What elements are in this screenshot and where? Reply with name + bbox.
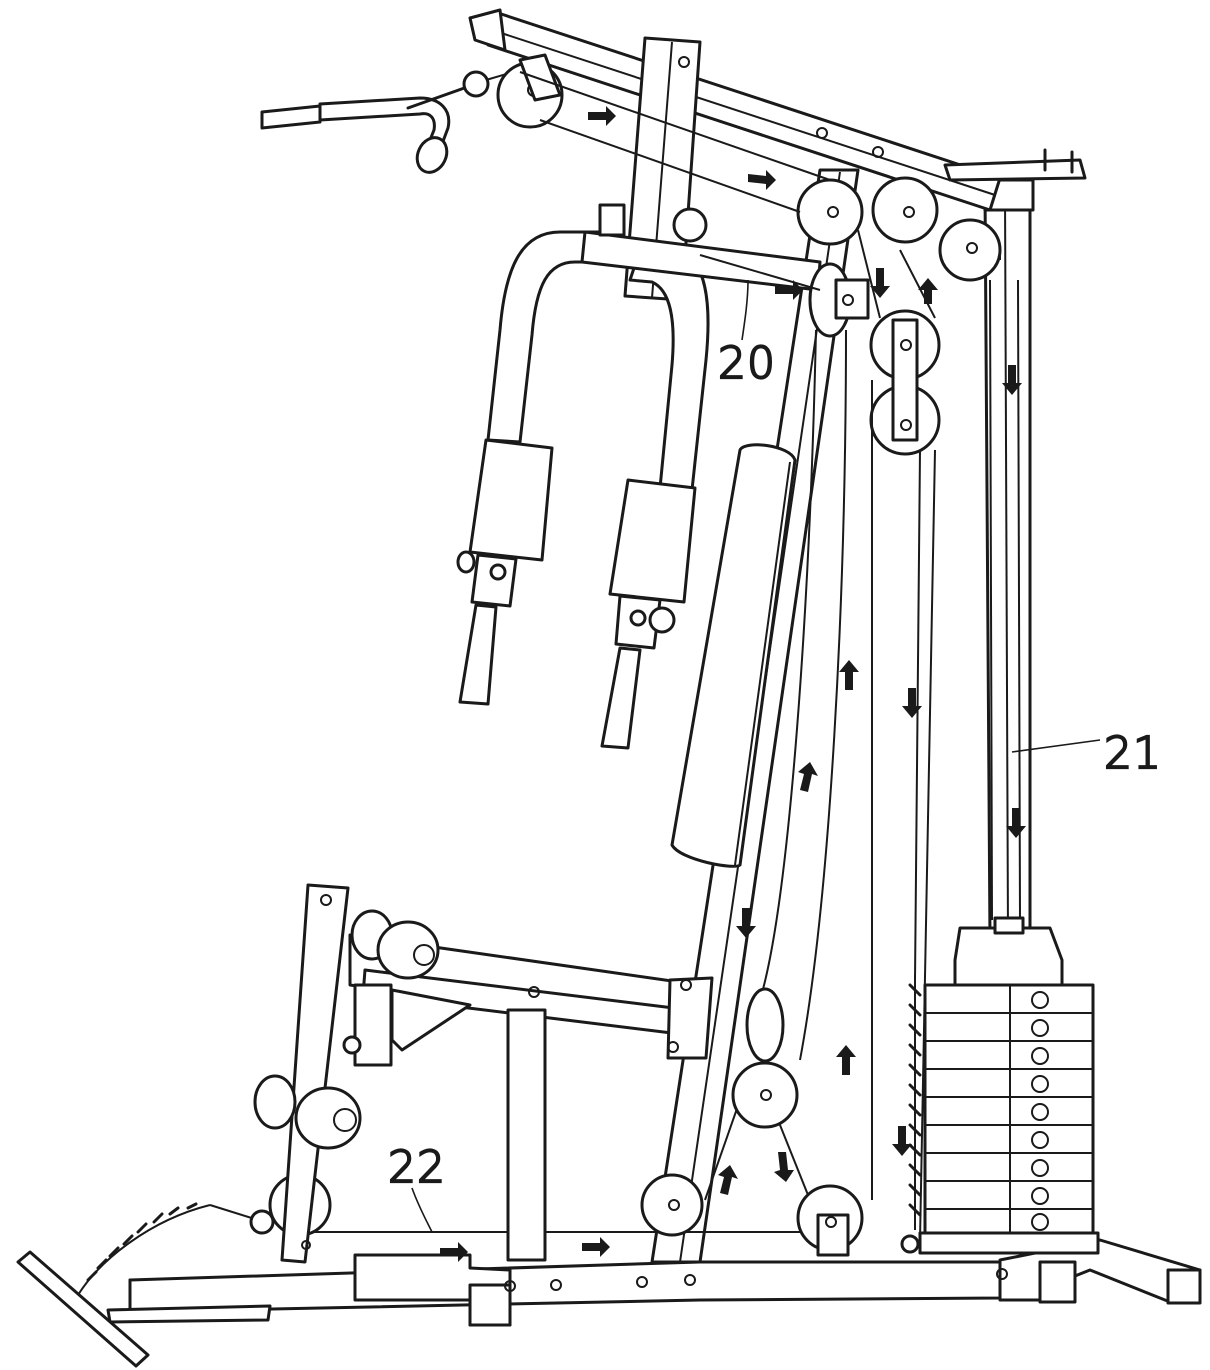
cables: [300, 71, 1001, 1241]
base-frame: [106, 1238, 1202, 1327]
callout-20: 20: [717, 279, 776, 390]
lower-pulleys: [268, 987, 864, 1257]
top-beam: [468, 8, 1087, 212]
top-pulleys: [496, 53, 1002, 456]
callout-21: 21: [1011, 727, 1162, 780]
callout-20-label: 20: [718, 338, 776, 389]
back-pad: [670, 443, 797, 868]
weight-stack: [900, 916, 1100, 1255]
cable-direction-arrows: [440, 106, 1026, 1262]
pec-deck-arms: [456, 230, 822, 750]
seat-and-leg-extension: [253, 883, 714, 1264]
callout-22: 22: [387, 1141, 446, 1233]
low-row-handle: [16, 1202, 275, 1368]
lat-bar: [260, 69, 521, 174]
callout-21-label: 21: [1104, 728, 1162, 779]
callout-22-label: 22: [388, 1142, 446, 1193]
weight-plates: [925, 985, 1093, 1233]
